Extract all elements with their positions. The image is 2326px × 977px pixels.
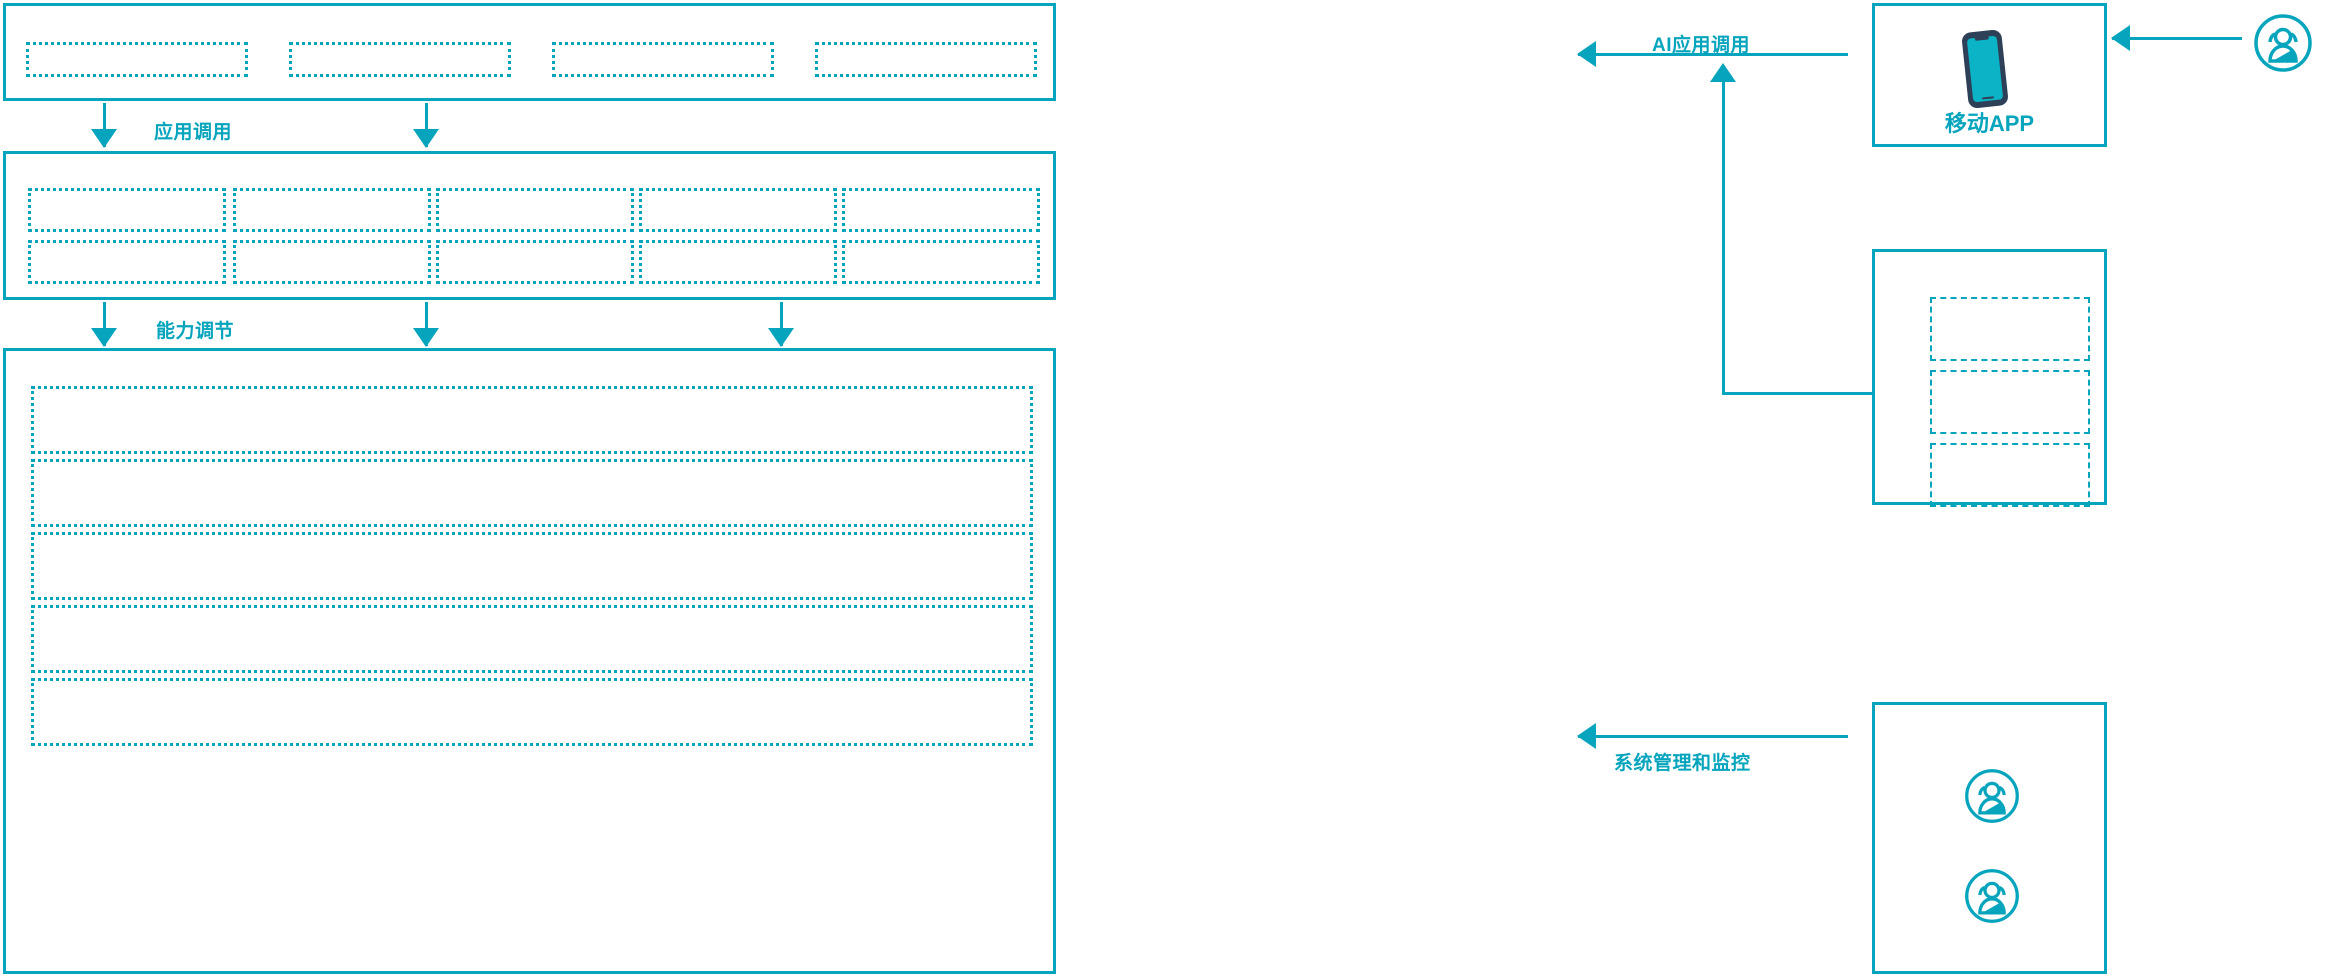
platform-row-1[interactable]: [31, 386, 1033, 454]
arrow-user-to-mobile-app: [2111, 25, 2242, 51]
capability-cell-3-2[interactable]: [436, 240, 634, 284]
platform-row-4[interactable]: [31, 605, 1033, 673]
arrow-capability-adjust-3: [767, 302, 795, 347]
app-slot-2[interactable]: [289, 42, 511, 77]
capability-cell-2-1[interactable]: [233, 188, 431, 232]
flow-label-app-invoke: 应用调用: [154, 122, 233, 143]
mobile-phone-icon: [1957, 28, 2013, 110]
capability-cell-1-2[interactable]: [28, 240, 226, 284]
platform-row-2[interactable]: [31, 459, 1033, 527]
channel-slot-2[interactable]: [1930, 370, 2090, 434]
application-layer-panel: [3, 3, 1056, 101]
capability-cell-4-1[interactable]: [639, 188, 837, 232]
app-slot-4[interactable]: [815, 42, 1037, 77]
capability-cell-4-2[interactable]: [639, 240, 837, 284]
mobile-app-panel: 移动APP: [1872, 3, 2107, 147]
capability-cell-5-1[interactable]: [842, 188, 1040, 232]
mobile-app-caption: 移动APP: [1944, 111, 2035, 136]
app-slot-3[interactable]: [552, 42, 774, 77]
arrow-app-invoke-right: [412, 103, 440, 148]
arrow-system-admin-monitor: [1577, 723, 1848, 749]
channel-slot-3[interactable]: [1930, 443, 2090, 507]
capability-cell-1-1[interactable]: [28, 188, 226, 232]
capability-cell-5-2[interactable]: [842, 240, 1040, 284]
flow-label-ai-app-invoke: AI应用调用: [1652, 35, 1751, 56]
arrow-capability-adjust-1: [90, 302, 118, 347]
channel-panel: [1872, 249, 2107, 507]
operations-panel: [1872, 702, 2107, 974]
end-user-icon: [2252, 12, 2314, 74]
capability-cell-2-2[interactable]: [233, 240, 431, 284]
arrow-ai-app-invoke: [1577, 41, 1848, 67]
platform-row-3[interactable]: [31, 532, 1033, 600]
arrow-app-invoke-left: [90, 103, 118, 148]
platform-row-5[interactable]: [31, 678, 1033, 746]
arrow-capability-adjust-2: [412, 302, 440, 347]
channel-slot-1[interactable]: [1930, 297, 2090, 361]
user-group-icon-1: [1963, 767, 2021, 825]
capability-layer-panel: [3, 151, 1056, 300]
platform-layer-panel: [3, 348, 1056, 974]
flow-label-capability-adjust: 能力调节: [156, 321, 235, 342]
capability-cell-3-1[interactable]: [436, 188, 634, 232]
flow-label-system-admin-monitor: 系统管理和监控: [1614, 753, 1751, 774]
app-slot-1[interactable]: [26, 42, 248, 77]
user-group-icon-2: [1963, 867, 2021, 925]
connector-ai-app-invoke: [1700, 60, 1875, 395]
